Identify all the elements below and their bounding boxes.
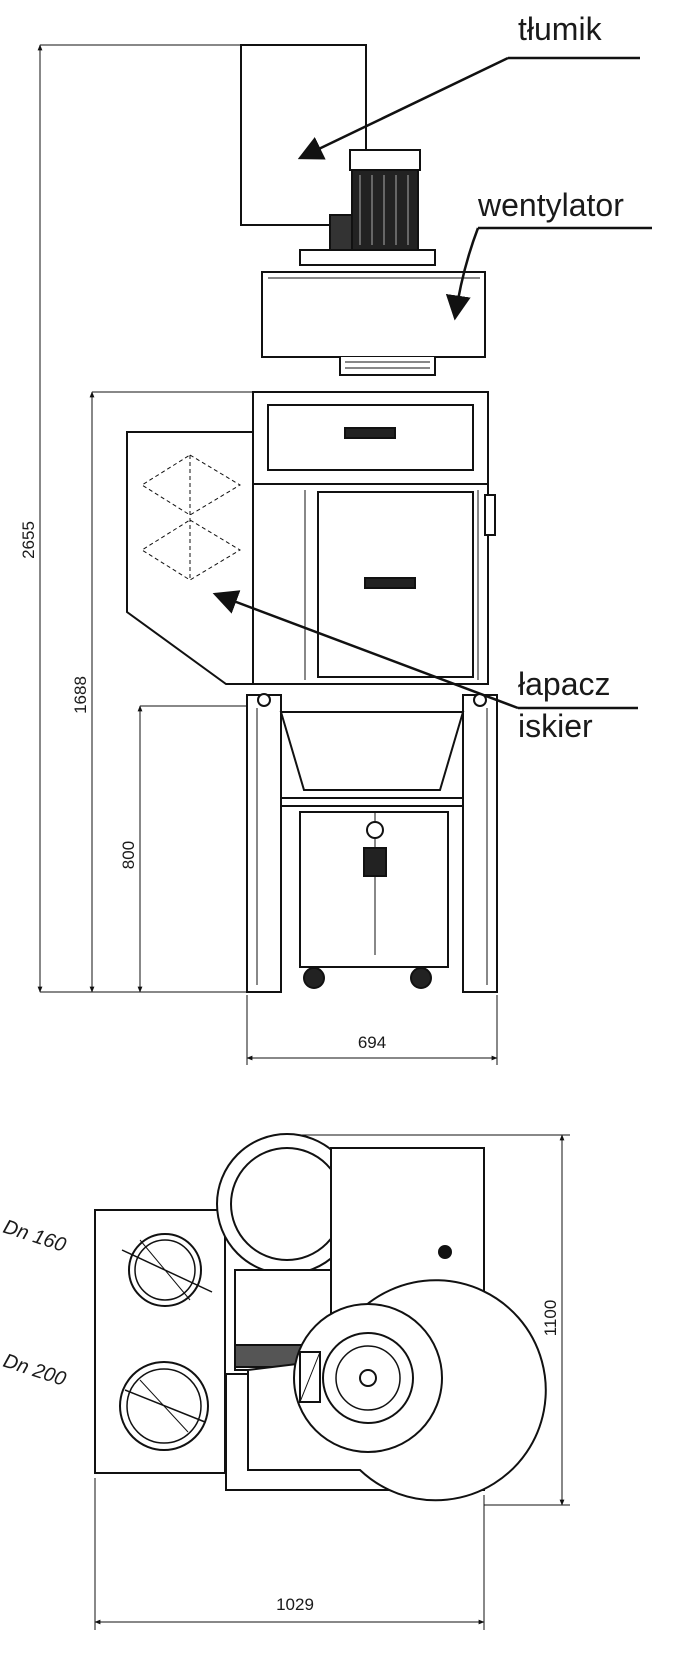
top-dimensions bbox=[94, 1134, 570, 1630]
callout-leaders bbox=[212, 56, 652, 710]
dim-housing-height: 1688 bbox=[71, 676, 90, 714]
left-leg bbox=[246, 694, 282, 993]
motor bbox=[299, 149, 436, 266]
right-leg bbox=[462, 694, 498, 993]
dn200-label: Dn 200 bbox=[0, 1350, 68, 1391]
dim-top-width: 1029 bbox=[276, 1595, 314, 1614]
dim-top-depth: 1100 bbox=[541, 1300, 560, 1337]
spark-arrester-label-2: iskier bbox=[518, 708, 593, 744]
front-dimensions bbox=[37, 44, 498, 1065]
fan-housing bbox=[261, 271, 486, 358]
front-view bbox=[126, 44, 498, 993]
top-view bbox=[94, 1133, 547, 1502]
dn160-label: Dn 160 bbox=[0, 1216, 68, 1257]
dim-front-width: 694 bbox=[358, 1033, 386, 1052]
fan-label: wentylator bbox=[477, 187, 624, 223]
spark-arrester-box bbox=[126, 431, 254, 685]
dim-leg-height: 800 bbox=[119, 841, 138, 869]
hopper bbox=[279, 711, 465, 791]
dim-total-height: 2655 bbox=[19, 521, 38, 559]
inlet-dn200 bbox=[119, 1361, 209, 1451]
inlet-dn160 bbox=[121, 1233, 213, 1307]
spark-arrester-baffles bbox=[141, 454, 241, 581]
muffler-label: tłumik bbox=[518, 11, 603, 47]
spark-arrester-label-1: łapacz bbox=[518, 666, 611, 702]
